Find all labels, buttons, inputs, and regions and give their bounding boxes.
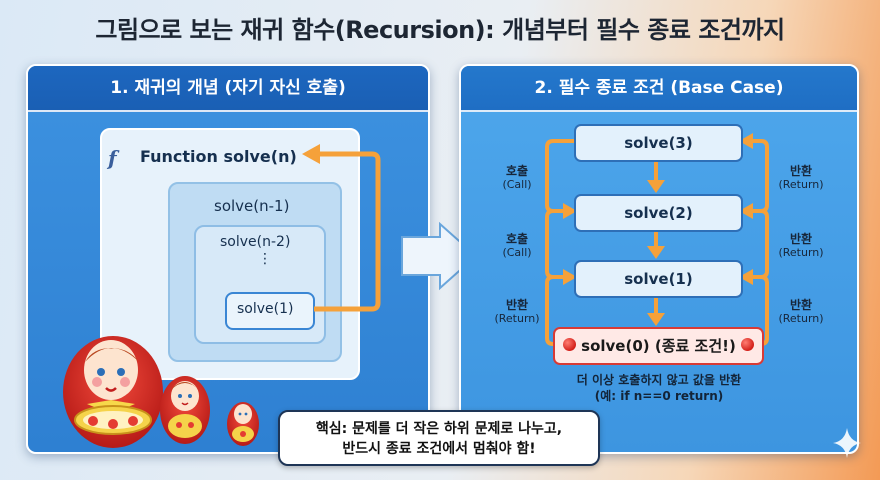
panel1-heading: 1. 재귀의 개념 (자기 자신 호출) bbox=[28, 66, 428, 112]
flow-box-solve-3: solve(3) bbox=[574, 124, 743, 162]
return-label: 반환(Return) bbox=[778, 298, 824, 325]
panel-base-case: 2. 필수 종료 조건 (Base Case) bbox=[459, 64, 859, 454]
callout-line-2: 반드시 종료 조건에서 멈춰야 함! bbox=[342, 441, 536, 457]
call-label: 호출(Call) bbox=[502, 232, 532, 259]
nested-label-n-2: solve(n-2) bbox=[220, 234, 291, 250]
return-label: 반환(Return) bbox=[778, 232, 824, 259]
panel-recursion-concept: 1. 재귀의 개념 (자기 자신 호출) f Function solve(n)… bbox=[26, 64, 430, 454]
flow-box-base-case: solve(0) (종료 조건!) bbox=[553, 327, 764, 365]
call-label: 호출(Call) bbox=[502, 164, 532, 191]
function-label: Function solve(n) bbox=[140, 147, 297, 166]
nested-label-1: solve(1) bbox=[237, 301, 294, 317]
flow-box-solve-1: solve(1) bbox=[574, 260, 743, 298]
ellipsis-label: ⋮ bbox=[258, 251, 272, 267]
transition-arrow-icon bbox=[401, 222, 478, 291]
base-case-note: 더 이상 호출하지 않고 값을 반환 (예: if n==0 return) bbox=[576, 373, 742, 403]
flow-box-solve-2: solve(2) bbox=[574, 194, 743, 232]
callout-line-1: 핵심: 문제를 더 작은 하위 문제로 나누고, bbox=[315, 421, 563, 437]
return-label: 반환(Return) bbox=[778, 164, 824, 191]
page-title: 그림으로 보는 재귀 함수(Recursion): 개념부터 필수 종료 조건까… bbox=[95, 16, 785, 44]
stop-icon bbox=[562, 338, 576, 351]
function-icon: f bbox=[108, 146, 117, 170]
base-case-label: solve(0) (종료 조건!) bbox=[581, 337, 736, 355]
sparkle-icon bbox=[833, 428, 861, 458]
nested-label-n-1: solve(n-1) bbox=[214, 197, 290, 215]
key-point-callout: 핵심: 문제를 더 작은 하위 문제로 나누고, 반드시 종료 조건에서 멈춰야… bbox=[278, 410, 600, 466]
stop-icon bbox=[741, 338, 755, 351]
return-label: 반환(Return) bbox=[494, 298, 540, 325]
matryoshka-doll-icon bbox=[63, 336, 259, 448]
flow-arrows-icon bbox=[545, 133, 769, 346]
panel2-heading: 2. 필수 종료 조건 (Base Case) bbox=[461, 66, 857, 112]
